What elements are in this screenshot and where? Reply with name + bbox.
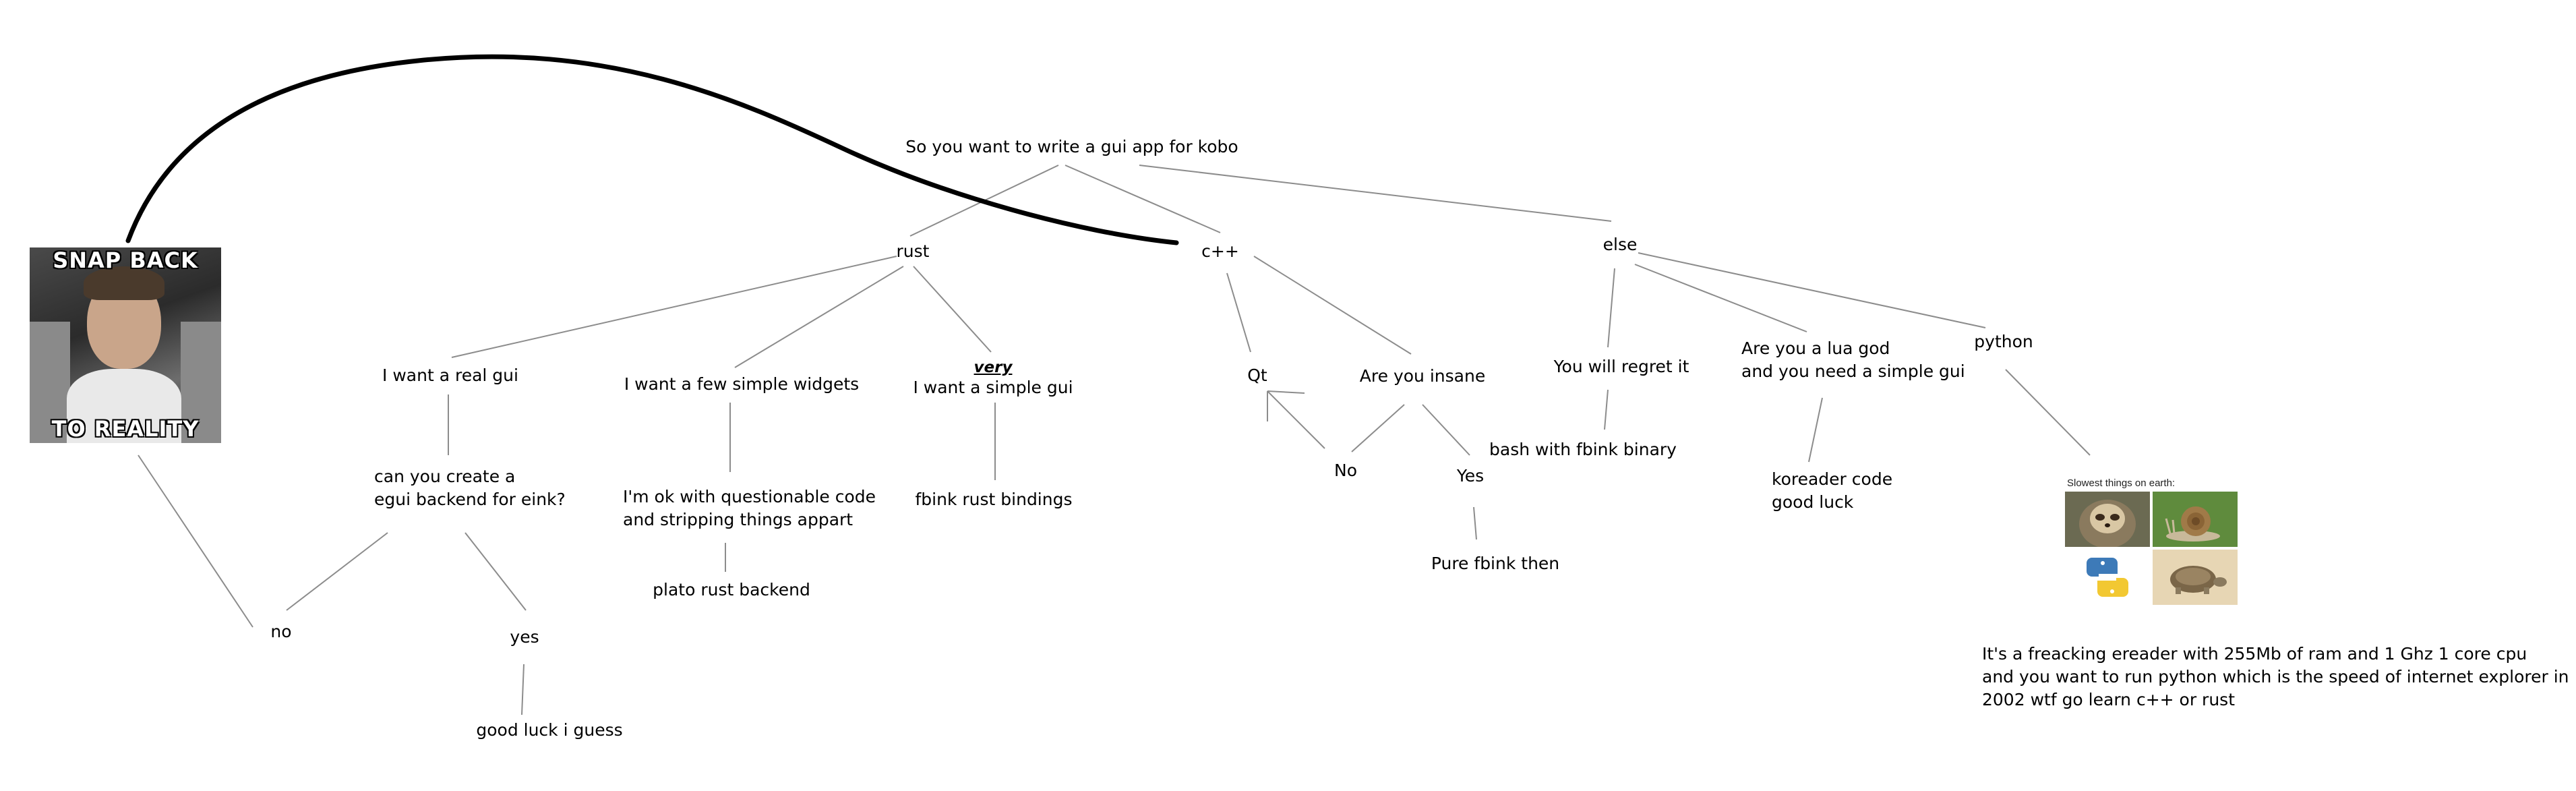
node-regret: You will regret it (1553, 357, 1689, 376)
node-pure-fbink: Pure fbink then (1431, 554, 1560, 573)
edge-egui-no (286, 532, 388, 611)
edge-yes-goodluck (521, 664, 525, 715)
edge-root-else (1139, 165, 1612, 222)
node-simple-gui: I want a simple gui (913, 378, 1073, 397)
hair-shape (84, 266, 164, 300)
edge-cpp-insane (1253, 256, 1412, 355)
edge-rust-simplegui (913, 266, 992, 353)
edge-cpp-qt (1226, 272, 1251, 353)
snail-icon (2153, 492, 2238, 547)
snap-back-meme-image: SNAP BACK TO REALITY (30, 247, 221, 443)
edge-regret-bash (1604, 389, 1609, 430)
node-python-rant: It's a freacking ereader with 255Mb of r… (1982, 644, 2569, 709)
node-bash-fbink: bash with fbink binary (1489, 440, 1677, 459)
node-lua-god: Are you a lua god and you need a simple … (1741, 339, 1965, 381)
edge-rust-realgui (451, 256, 897, 358)
node-yes-mid: Yes (1456, 466, 1485, 486)
left-arm-shape (30, 322, 70, 443)
edge-else-lua (1634, 264, 1807, 332)
node-good-luck: good luck i guess (476, 720, 623, 740)
snap-back-arrow (125, 54, 1179, 245)
edge-yes-purefbink (1473, 506, 1477, 540)
node-qt: Qt (1247, 365, 1267, 385)
edge-qt-arrow-a (1267, 390, 1305, 394)
edge-else-regret (1607, 268, 1615, 348)
edge-else-python (1638, 252, 1986, 328)
node-questionable: I'm ok with questionable code and stripp… (623, 487, 876, 529)
node-insane: Are you insane (1359, 366, 1486, 386)
node-egui-question: can you create a egui backend for eink? (374, 467, 566, 509)
meme-caption-top: SNAP BACK (53, 247, 198, 273)
right-arm-shape (181, 322, 221, 443)
node-few-widgets: I want a few simple widgets (624, 374, 860, 394)
node-koreader: koreader code good luck (1772, 469, 1893, 512)
edge-egui-yes (465, 532, 527, 611)
tortoise-icon (2153, 550, 2238, 605)
node-plato: plato rust backend (653, 580, 810, 599)
edge-python-slowest (2005, 369, 2091, 456)
node-cpp: c++ (1201, 241, 1239, 261)
edge-lua-koreader (1808, 397, 1823, 463)
node-real-gui: I want a real gui (382, 365, 518, 385)
node-no-mid: No (1334, 461, 1357, 480)
node-yes-left: yes (510, 627, 539, 647)
edge-meme-no (138, 455, 253, 628)
python-logo-icon (2065, 550, 2150, 605)
node-very: very (974, 359, 1013, 376)
edge-insane-yes (1422, 404, 1470, 456)
edge-root-cpp (1065, 165, 1221, 233)
meme-caption-bottom: TO REALITY (51, 416, 200, 442)
sloth-icon (2065, 492, 2150, 547)
edge-rust-widgets (734, 266, 904, 368)
node-python: python (1974, 332, 2033, 351)
node-else: else (1602, 235, 1638, 254)
edge-no-qt (1267, 390, 1325, 449)
node-fbink-rust: fbink rust bindings (915, 490, 1073, 509)
node-root: So you want to write a gui app for kobo (905, 137, 1238, 156)
edge-insane-no (1351, 404, 1405, 452)
shirt-shape (67, 369, 181, 443)
slowest-things-title: Slowest things on earth: (2067, 477, 2176, 489)
node-rust: rust (896, 241, 930, 261)
node-no-left: no (270, 622, 292, 641)
